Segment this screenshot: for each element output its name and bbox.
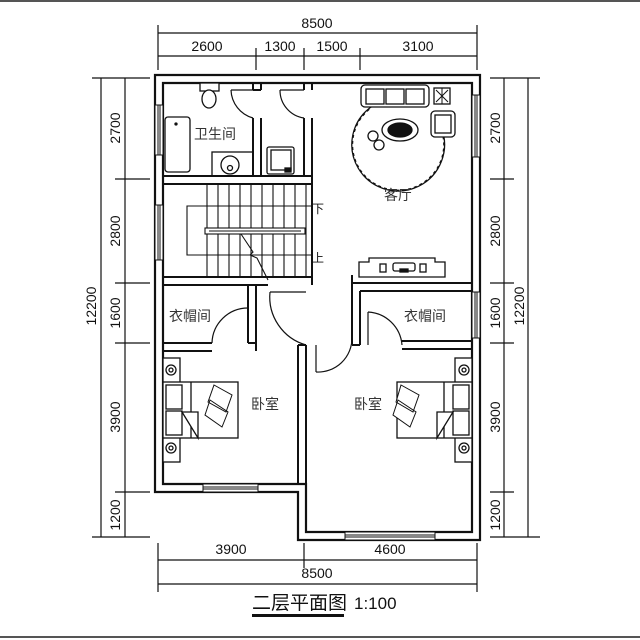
- outer-walls: [153, 73, 482, 542]
- door-closet-right: [367, 311, 403, 346]
- dim-right-total: 12200: [511, 286, 527, 325]
- dim-bottom-seg-1: 3900: [215, 541, 246, 557]
- dim-top-seg-1: 2600: [191, 38, 222, 54]
- dim-top-total: 8500: [301, 15, 332, 31]
- window-stair: [154, 204, 164, 261]
- bedroom-left-furniture: [162, 357, 239, 463]
- living-room-furniture: [351, 84, 456, 278]
- dim-top-seg-3: 1500: [316, 38, 347, 54]
- dim-left-seg-5: 1200: [107, 499, 123, 530]
- frame-border-bottom: [0, 636, 640, 638]
- dim-bottom-seg-2: 4600: [374, 541, 405, 557]
- window-bedroom-right: [344, 531, 436, 541]
- door-bedroom-right: [315, 337, 353, 373]
- drawing-scale: 1:100: [354, 594, 397, 613]
- door-bathroom: [230, 89, 254, 119]
- room-label-living-room: 客厅: [384, 187, 412, 204]
- dim-left-seg-2: 2800: [107, 215, 123, 246]
- title-underline: [252, 614, 344, 617]
- room-label-bedroom-right: 卧室: [354, 396, 382, 413]
- dim-top-seg-2: 1300: [264, 38, 295, 54]
- bedroom-right-furniture: [392, 357, 473, 463]
- dim-left-seg-1: 2700: [107, 112, 123, 143]
- room-label-bedroom-left: 卧室: [251, 396, 279, 413]
- dim-right-seg-5: 1200: [487, 499, 503, 530]
- room-label-bathroom: 卫生间: [194, 127, 236, 143]
- stool-icon: [367, 130, 379, 142]
- dim-bottom-total: 8500: [301, 565, 332, 581]
- frame-border-top: [0, 0, 640, 2]
- room-label-closet-right: 衣帽间: [404, 309, 446, 325]
- stair-down-label: 下: [312, 202, 324, 216]
- window-bathroom: [154, 104, 164, 156]
- dim-right-seg-2: 2800: [487, 215, 503, 246]
- room-label-closet-left: 衣帽间: [169, 309, 211, 325]
- staircase: [186, 184, 312, 281]
- toilet-bowl-icon: [201, 89, 217, 109]
- dim-left-seg-3: 1600: [107, 297, 123, 328]
- drawing-title: 二层平面图: [252, 592, 347, 614]
- bottom-dimension-lines: [157, 543, 478, 592]
- left-dimension-lines: [92, 77, 150, 538]
- dim-left-seg-4: 3900: [107, 401, 123, 432]
- bathtub-icon: [164, 116, 191, 173]
- doors: [211, 89, 403, 373]
- window-closet-right: [471, 291, 481, 339]
- top-dimension-lines: [157, 25, 478, 70]
- dim-right-seg-1: 2700: [487, 112, 503, 143]
- dim-right-seg-3: 1600: [487, 297, 503, 328]
- stair-up-label: 上: [312, 251, 324, 265]
- door-niche: [279, 89, 305, 119]
- stool-icon: [373, 139, 385, 151]
- dim-top-seg-4: 3100: [402, 38, 433, 54]
- window-living: [471, 94, 481, 158]
- windows: [154, 94, 481, 541]
- window-bedroom-left: [202, 483, 259, 493]
- bathroom-fixtures: [164, 82, 295, 177]
- door-bedroom-left: [269, 291, 307, 346]
- dim-left-total: 12200: [83, 286, 99, 325]
- door-closet-left: [211, 307, 249, 344]
- right-dimension-lines: [490, 77, 540, 538]
- dim-right-seg-4: 3900: [487, 401, 503, 432]
